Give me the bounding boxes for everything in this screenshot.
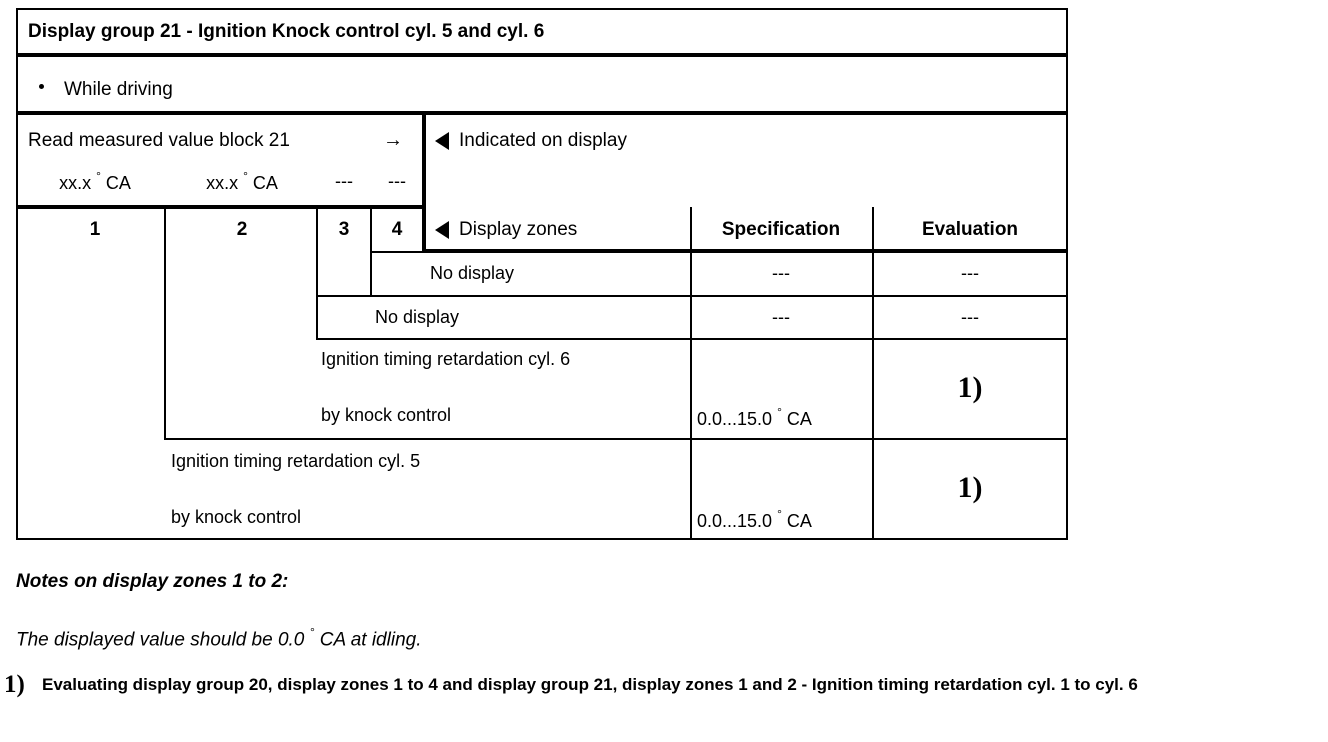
zone-number-1: 1 [89,219,101,240]
row-zone3-evaluation: --- [961,307,979,327]
row-zone4-evaluation: --- [961,263,979,283]
indicated-panel-box [424,113,1068,251]
zone-col-1-right-edge [164,207,166,438]
row-zone2-specification: 0.0...15.0 ° CA [697,405,812,429]
table-left-edge [16,207,18,540]
degree-symbol: ° [309,625,315,639]
row-zone1-description-line1: Ignition timing retardation cyl. 5 [171,451,421,471]
column-header-evaluation: Evaluation [921,219,1019,240]
zone-header-top-edge [16,207,424,209]
eval-col-left-edge [872,251,874,540]
row-zone2-description-line1: Ignition timing retardation cyl. 6 [321,349,571,369]
row-zone3-specification: --- [772,307,790,327]
divider-spec-left [690,207,692,251]
measured-value-3: --- [335,171,353,191]
notes-body: The displayed value should be 0.0 ° CA a… [16,625,422,651]
row-zone2-top-edge [316,338,1068,340]
row-zone4-top-edge [370,251,1068,253]
title-row-box [16,8,1068,55]
row-zone2-evaluation: 1) [957,371,983,404]
degree-symbol: ° [96,169,101,183]
condition-label: While driving [64,79,173,100]
zone-number-3: 3 [338,219,350,240]
row-zone1-top-edge [164,438,1068,440]
indicated-on-display-label: Indicated on display [459,130,627,151]
footnote-text: Evaluating display group 20, display zon… [42,675,1138,694]
bullet-dot-icon [39,84,44,89]
row-zone4-specification: --- [772,263,790,283]
degree-symbol: ° [777,507,782,521]
measured-value-2: xx.x ° CA [206,169,278,193]
arrow-right-icon: → [383,129,403,151]
page-title: Display group 21 - Ignition Knock contro… [28,21,545,42]
table-right-edge [1066,251,1068,540]
footnote-marker: 1) [4,671,25,698]
zone-col-2-right-edge [316,207,318,338]
read-measured-block-box [16,113,424,207]
spec-col-left-edge [690,251,692,540]
row-zone4-description: No display [430,263,515,283]
notes-heading: Notes on display zones 1 to 2: [16,571,289,592]
row-zone3-top-edge [316,295,1068,297]
measured-value-4: --- [388,171,406,191]
degree-symbol: ° [243,169,248,183]
table-bottom-edge [16,538,1068,540]
zone-number-4: 4 [391,219,403,240]
degree-symbol: ° [777,405,782,419]
measured-value-1: xx.x ° CA [59,169,131,193]
read-measured-block-label: Read measured value block 21 [28,130,290,151]
zone-number-2: 2 [236,219,248,240]
row-zone1-description-line2: by knock control [171,507,302,527]
zone-col-4-right-edge [422,207,424,251]
row-zone1-evaluation: 1) [957,471,983,504]
divider-eval-left [872,207,874,251]
row-zone2-description-line2: by knock control [321,405,452,425]
display-zones-label: Display zones [459,219,578,240]
column-header-specification: Specification [721,219,841,240]
row-zone3-description: No display [375,307,460,327]
condition-row-box [16,55,1068,113]
row-zone1-specification: 0.0...15.0 ° CA [697,507,812,531]
triangle-left-icon-indicated [435,132,449,150]
triangle-left-icon-zones [435,221,449,239]
